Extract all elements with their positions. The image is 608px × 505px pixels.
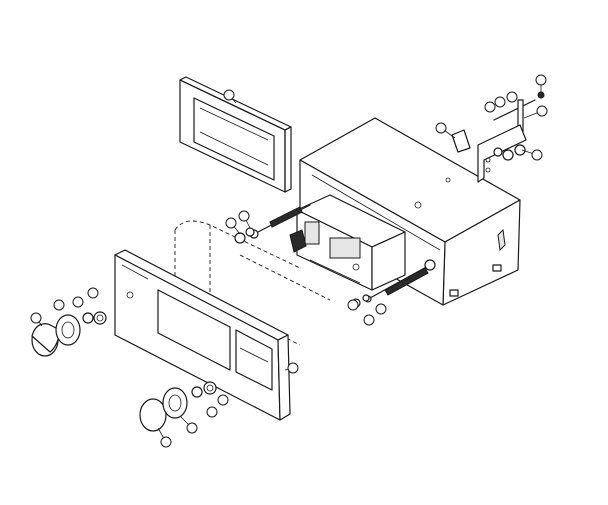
right-shaft: [364, 259, 436, 303]
callout-circle: [238, 210, 250, 222]
bezel-frame: [179, 76, 292, 193]
callout-4: [484, 101, 496, 113]
callout-circle: [72, 296, 84, 308]
callout-13: [375, 303, 387, 315]
left-knob-assembly: [31, 311, 107, 357]
callout-circle: [30, 312, 42, 324]
callout-circle: [375, 303, 387, 315]
front-face-plate: [114, 249, 291, 421]
callout-circle: [225, 217, 237, 229]
callout-5: [494, 96, 506, 108]
callout-8: [531, 149, 543, 161]
callout-15: [30, 312, 42, 324]
callout-circle: [223, 89, 235, 101]
bottom-knob-assembly: [139, 381, 217, 432]
callout-19: [160, 436, 172, 448]
callout-circle: [160, 436, 172, 448]
callout-circle: [494, 96, 506, 108]
callout-3: [535, 74, 547, 86]
callout-7: [536, 105, 548, 117]
callout-16: [53, 299, 65, 311]
callout-circle: [506, 91, 518, 103]
callout-circle: [536, 105, 548, 117]
callout-circle: [484, 101, 496, 113]
callout-circle: [87, 287, 99, 299]
callout-circle: [287, 362, 299, 374]
callout-18: [87, 287, 99, 299]
callout-circle: [206, 406, 218, 418]
callout-17: [72, 296, 84, 308]
callout-circle: [53, 299, 65, 311]
tape-mechanism: [289, 194, 406, 291]
callout-circle: [347, 299, 359, 311]
mounting-bracket: [451, 91, 545, 183]
callout-2: [435, 122, 447, 134]
callout-circle: [186, 422, 198, 434]
callout-21: [206, 406, 218, 418]
callout-1: [223, 89, 235, 101]
callout-bubbles: [30, 74, 548, 448]
callout-12: [363, 314, 375, 326]
callout-9: [238, 210, 250, 222]
callout-circle: [535, 74, 547, 86]
callout-10: [225, 217, 237, 229]
callout-22: [217, 394, 229, 406]
callout-circle: [531, 149, 543, 161]
callout-circle: [363, 314, 375, 326]
callout-20: [186, 422, 198, 434]
callout-14: [287, 362, 299, 374]
callout-circle: [435, 122, 447, 134]
callout-11: [347, 299, 359, 311]
callout-circle: [217, 394, 229, 406]
callout-6: [506, 91, 518, 103]
left-shaft-washers: [234, 227, 255, 244]
